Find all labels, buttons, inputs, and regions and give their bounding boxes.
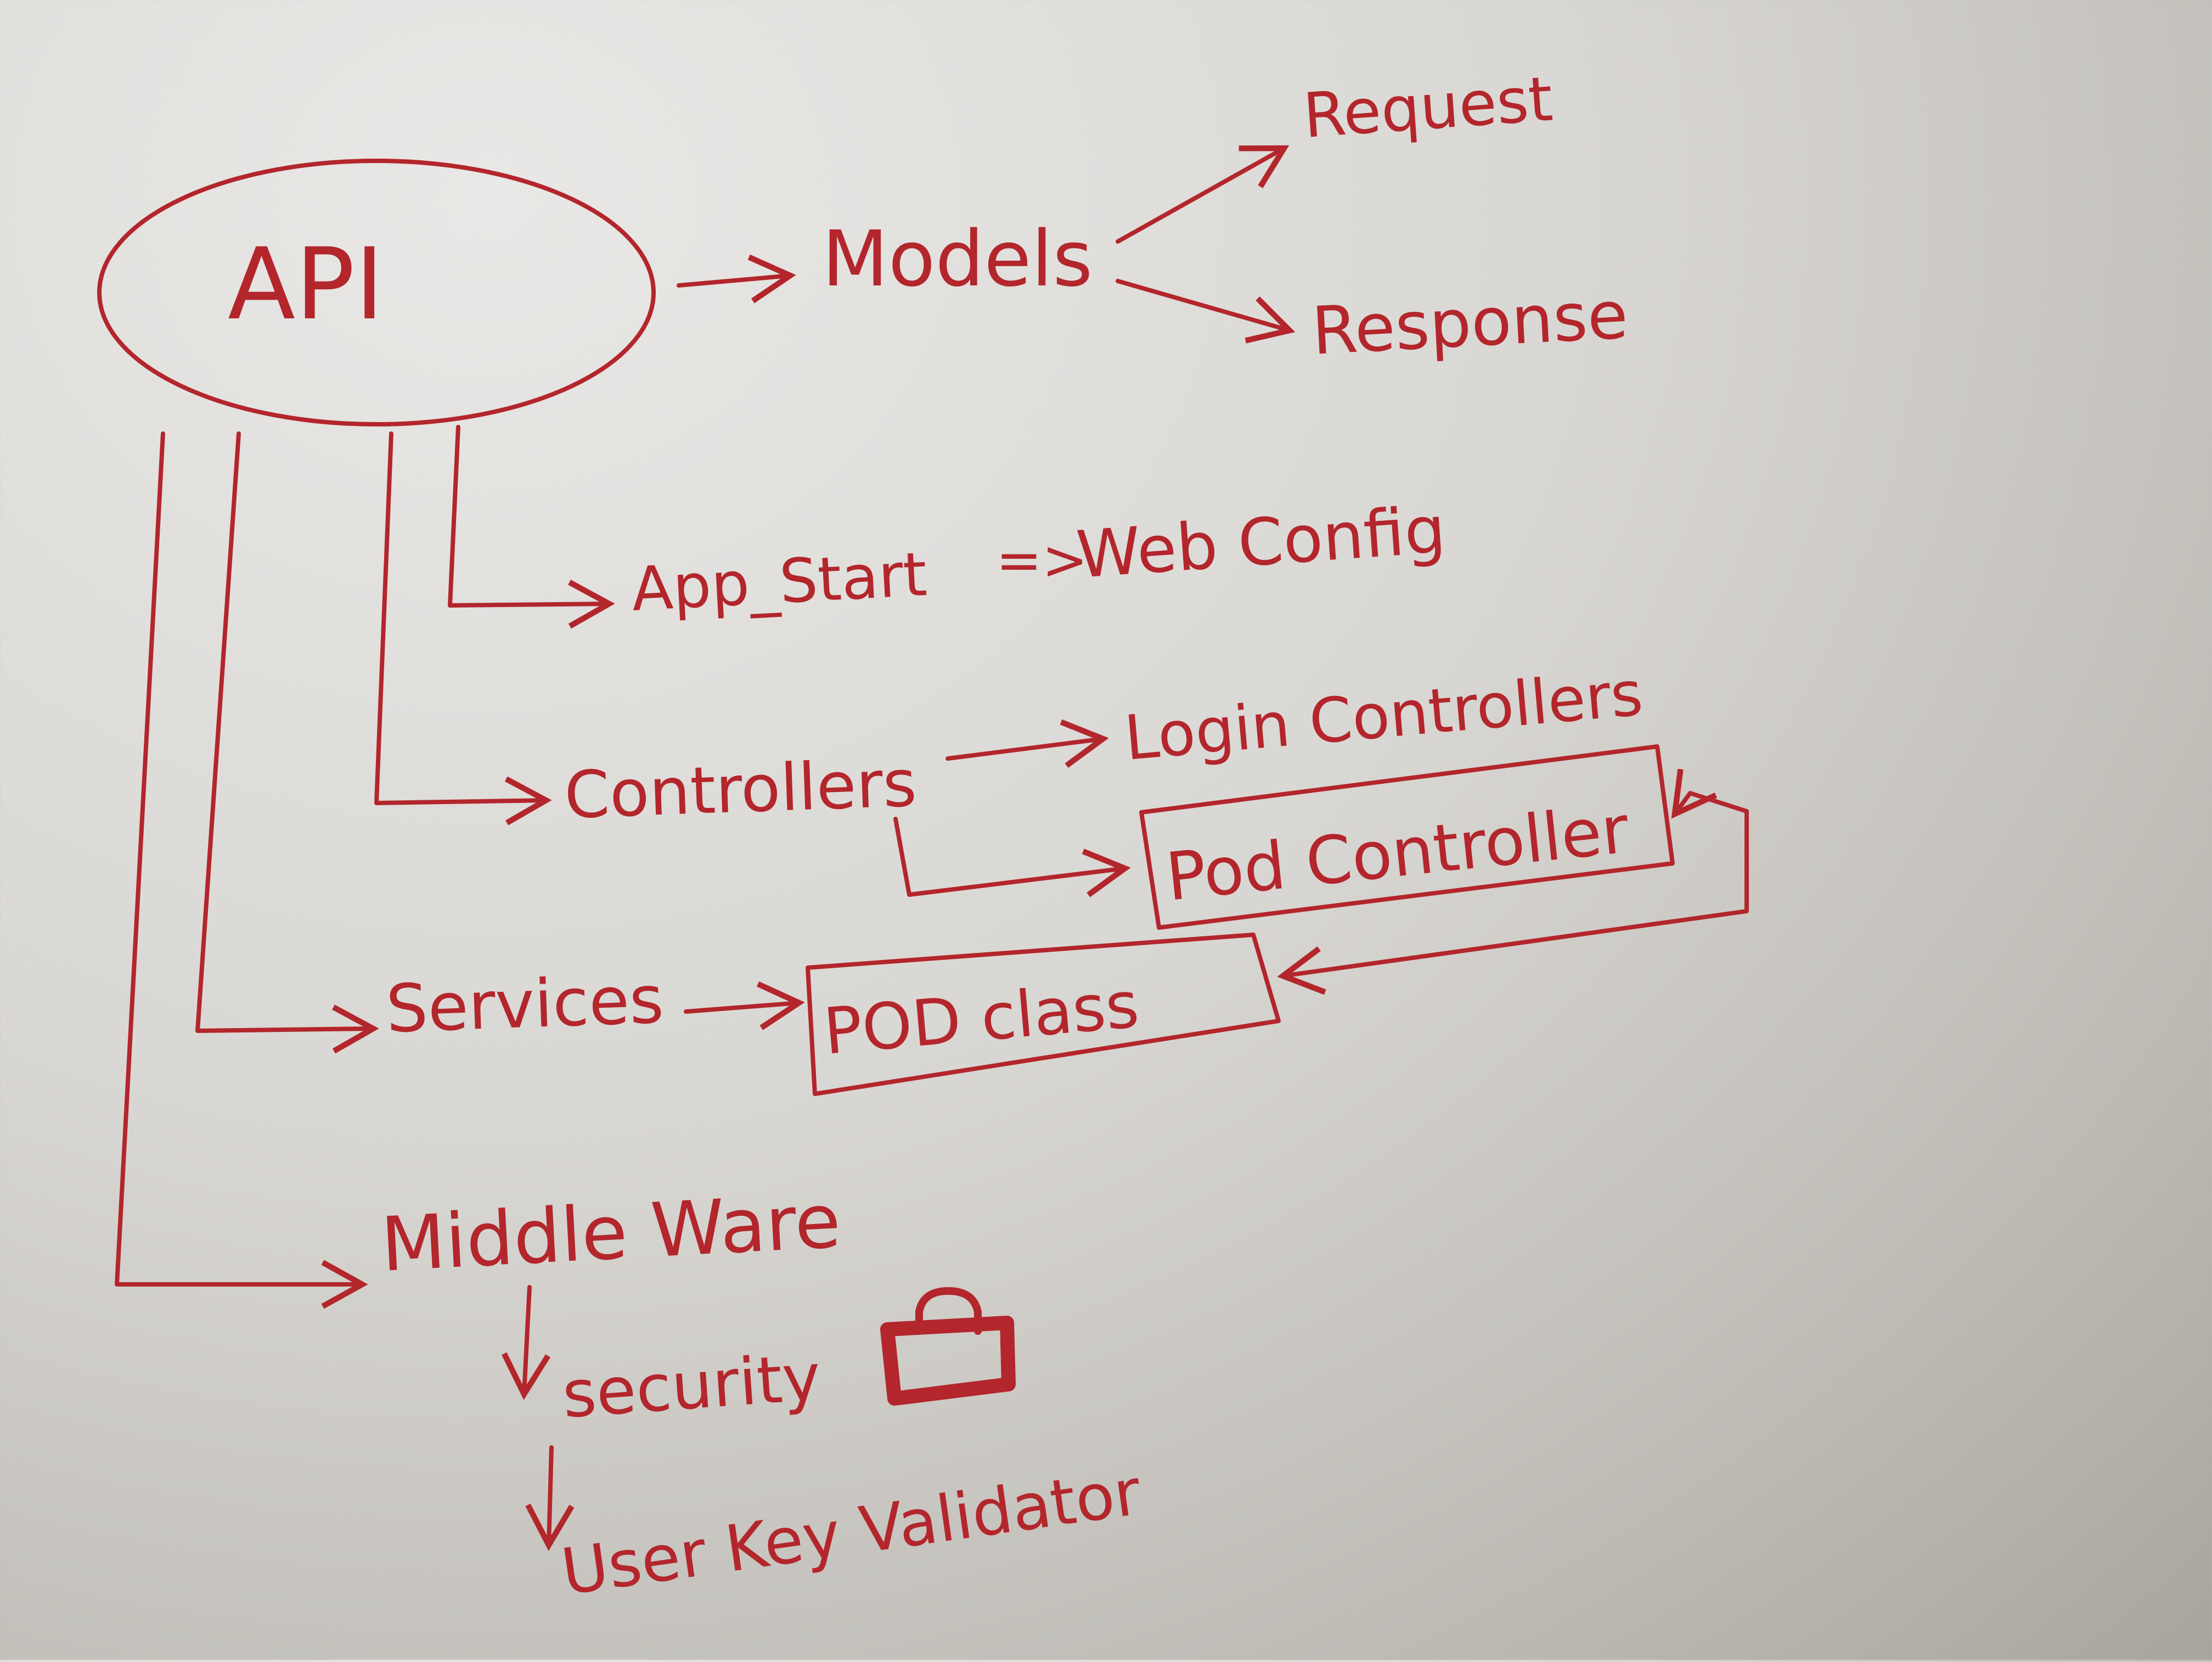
arrow-api-models: [677, 254, 796, 304]
node-request: Request: [1301, 64, 1555, 152]
arrow-api-controllers: [374, 431, 552, 826]
arrow-api-services: [195, 431, 379, 1054]
node-api: API: [228, 227, 384, 342]
arrow-middleware-security: [502, 1285, 551, 1400]
node-response: Response: [1310, 277, 1630, 370]
pod-controller-box: [1139, 744, 1675, 930]
pod-class-box: [806, 933, 1281, 1096]
node-app-start: App_Start: [630, 539, 929, 625]
node-user-key-validator: User Key Validator: [557, 1455, 1145, 1610]
arrow-security-user-key: [525, 1445, 575, 1551]
arrow-services-pod-class: [684, 981, 805, 1030]
arrow-controllers-login: [945, 719, 1109, 768]
arrow-pod-controller-pod-class: [1277, 809, 1749, 995]
node-services: Services: [385, 962, 665, 1048]
arrow-controllers-pod-controller: [893, 817, 1131, 897]
node-middleware: Middle Ware: [379, 1178, 842, 1289]
api-ellipse: [97, 159, 656, 426]
arrow-app-start-web-config: =>: [996, 528, 1088, 592]
arrow-models-request: [1116, 145, 1290, 244]
node-pod-class: POD class: [821, 968, 1142, 1069]
node-models: Models: [822, 215, 1093, 304]
arrow-api-middleware: [115, 431, 368, 1309]
arrow-api-app-start: [448, 425, 615, 629]
arrow-models-response: [1116, 279, 1296, 344]
arrow-pod-controller-loop: [1671, 768, 1749, 819]
node-controllers: Controllers: [563, 745, 918, 833]
node-web-config: Web Config: [1074, 491, 1448, 593]
node-security: security: [560, 1339, 823, 1433]
lock-icon: [880, 1287, 1016, 1406]
